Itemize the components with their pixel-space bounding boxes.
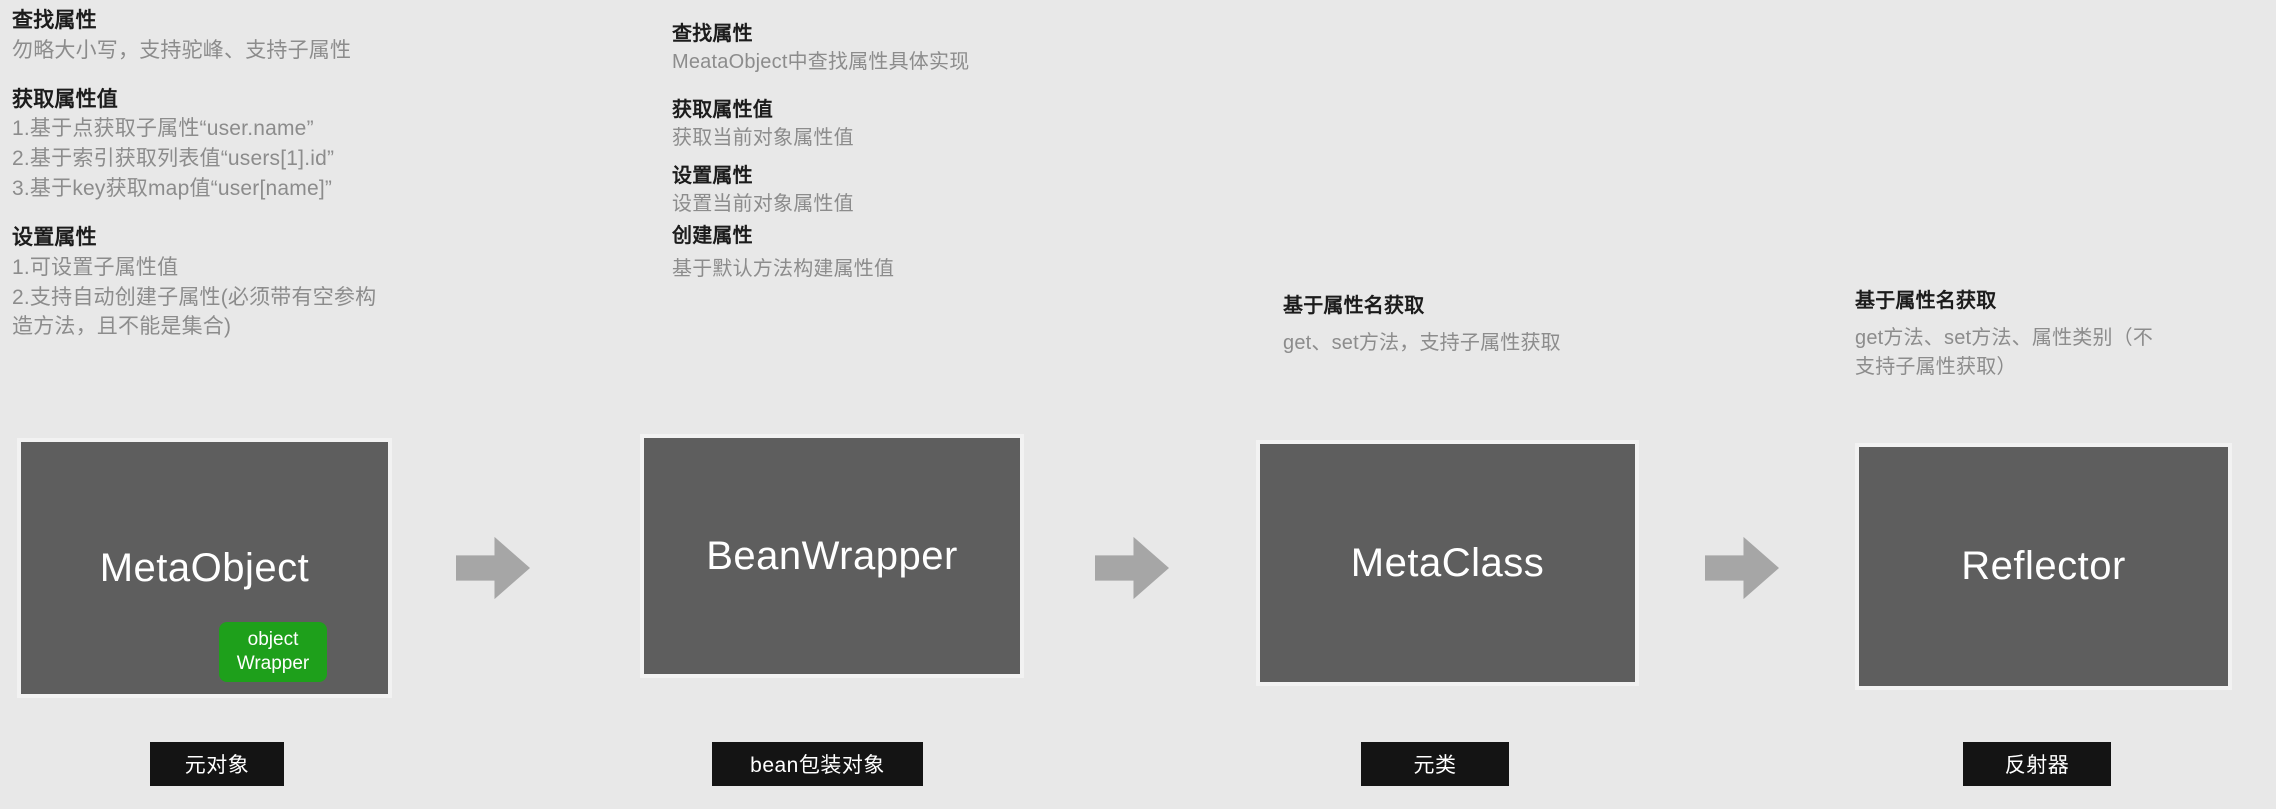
annotation-column-metaobject: 查找属性 勿略大小写，支持驼峰、支持子属性 获取属性值 1.基于点获取子属性“u… [12,6,482,342]
stage-title: BeanWrapper [706,533,958,578]
note-heading: 设置属性 [672,164,753,187]
note-body: get方法、set方法、属性类别（不 支持子属性获取） [1855,327,2154,378]
note-body: 1.基于点获取子属性“user.name” 2.基于索引获取列表值“users[… [12,117,335,201]
note-body: 设置当前对象属性值 [672,192,854,215]
annotation-column-metaclass: 基于属性名获取 get、set方法，支持子属性获取 [1283,292,1713,358]
note-heading: 获取属性值 [12,87,118,111]
note-heading: 设置属性 [12,225,97,249]
stage-tag-metaobject: 元对象 [150,742,284,786]
arrow-right-icon [1095,536,1169,600]
note-heading: 获取属性值 [672,98,773,121]
badge-object-wrapper[interactable]: object Wrapper [219,622,327,682]
annotation-column-beanwrapper: 查找属性 MeataObject中查找属性具体实现 获取属性值 获取当前对象属性… [672,20,1102,283]
note-heading: 查找属性 [12,9,97,32]
annotation-column-reflector: 基于属性名获取 get方法、set方法、属性类别（不 支持子属性获取） [1855,287,2255,381]
note-heading: 创建属性 [672,225,753,248]
stage-box-metaclass[interactable]: MetaClass [1256,440,1639,686]
arrow-right-icon [1705,536,1779,600]
note-body: MeataObject中查找属性具体实现 [672,51,970,74]
stage-box-reflector[interactable]: Reflector [1855,443,2232,690]
stage-box-beanwrapper[interactable]: BeanWrapper [640,434,1024,678]
note-body: 勿略大小写，支持驼峰、支持子属性 [12,38,352,62]
stage-tag-metaclass: 元类 [1361,742,1509,786]
note-body: 获取当前对象属性值 [672,127,854,150]
stage-title: Reflector [1961,544,2126,588]
stage-tag-reflector: 反射器 [1963,742,2111,786]
note-body: get、set方法，支持子属性获取 [1283,332,1561,355]
note-body: 基于默认方法构建属性值 [672,257,895,280]
note-body: 1.可设置子属性值 2.支持自动创建子属性(必须带有空参构 造方法，且不能是集合… [12,255,377,339]
arrow-right-icon [456,536,530,600]
note-heading: 查找属性 [672,23,753,45]
note-heading: 基于属性名获取 [1283,295,1425,317]
stage-tag-beanwrapper: bean包装对象 [712,742,923,786]
note-heading: 基于属性名获取 [1855,290,1997,312]
stage-box-metaobject[interactable]: MetaObject [17,438,392,698]
stage-title: MetaObject [99,545,310,590]
stage-title: MetaClass [1350,540,1545,585]
